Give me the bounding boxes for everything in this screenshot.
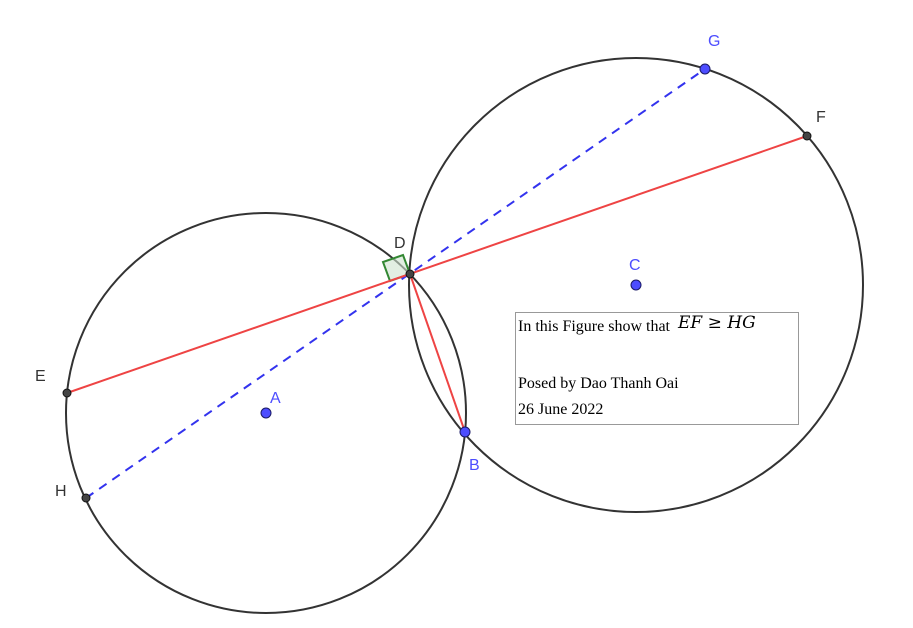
- info-line-author: Posed by Dao Thanh Oai: [518, 375, 679, 392]
- point-a[interactable]: [260, 407, 272, 419]
- statement-text: In this Figure show that: [518, 318, 670, 335]
- info-line-date: 26 June 2022: [518, 401, 604, 418]
- label-d: D: [394, 235, 406, 252]
- segment-ef: [66, 135, 808, 394]
- info-line-statement: In this Figure show that EF ≥ HG: [518, 313, 756, 337]
- point-d[interactable]: [405, 269, 415, 279]
- point-f[interactable]: [802, 131, 812, 141]
- point-e[interactable]: [62, 388, 72, 398]
- point-c[interactable]: [630, 279, 642, 291]
- statement-math: EF ≥ HG: [678, 313, 756, 333]
- label-e: E: [35, 368, 46, 385]
- info-text-box: In this Figure show that EF ≥ HG Posed by…: [515, 312, 799, 425]
- label-f: F: [816, 109, 826, 126]
- circle-a: [65, 212, 467, 614]
- label-c: C: [629, 257, 641, 274]
- point-g[interactable]: [699, 63, 711, 75]
- point-b[interactable]: [459, 426, 471, 438]
- circle-c: [408, 57, 864, 513]
- label-a: A: [270, 390, 281, 407]
- label-h: H: [55, 483, 67, 500]
- label-g: G: [708, 33, 720, 50]
- segment-db: [409, 273, 466, 433]
- segment-hg: [85, 68, 706, 499]
- point-h[interactable]: [81, 493, 91, 503]
- label-b: B: [469, 457, 480, 474]
